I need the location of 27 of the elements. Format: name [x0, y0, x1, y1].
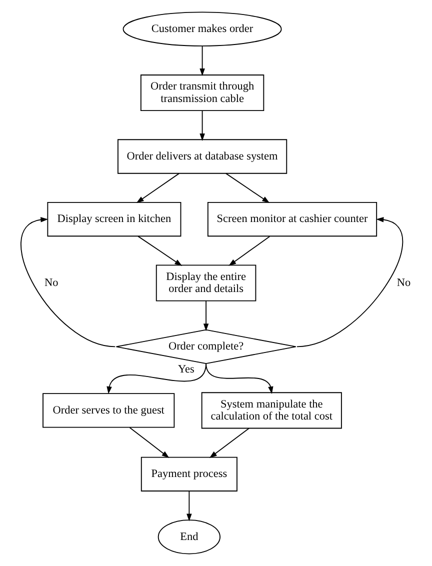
node-box: Order transmit through transmission cable — [140, 74, 264, 112]
arrow — [200, 110, 205, 141]
edge-label: No — [44, 276, 58, 289]
arrow — [228, 236, 270, 266]
node-box: Payment process — [140, 456, 238, 492]
node-box: Order delivers at database system — [118, 139, 288, 174]
arrow — [129, 427, 170, 458]
node-box: Order serves to the guest — [42, 393, 175, 428]
arrow — [200, 46, 205, 76]
node-box: Screen monitor at cashier counter — [207, 202, 378, 237]
arrow — [136, 172, 180, 204]
edge-label: No — [396, 276, 411, 289]
node-ellipse: Customer makes order — [122, 12, 282, 46]
arrow — [206, 363, 274, 394]
node-box: Display screen in kitchen — [47, 202, 182, 237]
edge-label: Yes — [178, 363, 194, 376]
arrow — [186, 490, 192, 522]
node-box: Display the entire order and details — [156, 264, 256, 302]
arrow — [209, 428, 250, 458]
arrow — [20, 217, 116, 348]
arrow — [203, 300, 209, 332]
node-diamond: Order complete? — [116, 329, 296, 364]
arrow — [138, 236, 182, 266]
node-box: System manipulate the calculation of the total cost — [201, 392, 342, 429]
arrow — [296, 217, 404, 348]
arrow — [225, 172, 270, 204]
node-ellipse: End — [158, 520, 220, 554]
